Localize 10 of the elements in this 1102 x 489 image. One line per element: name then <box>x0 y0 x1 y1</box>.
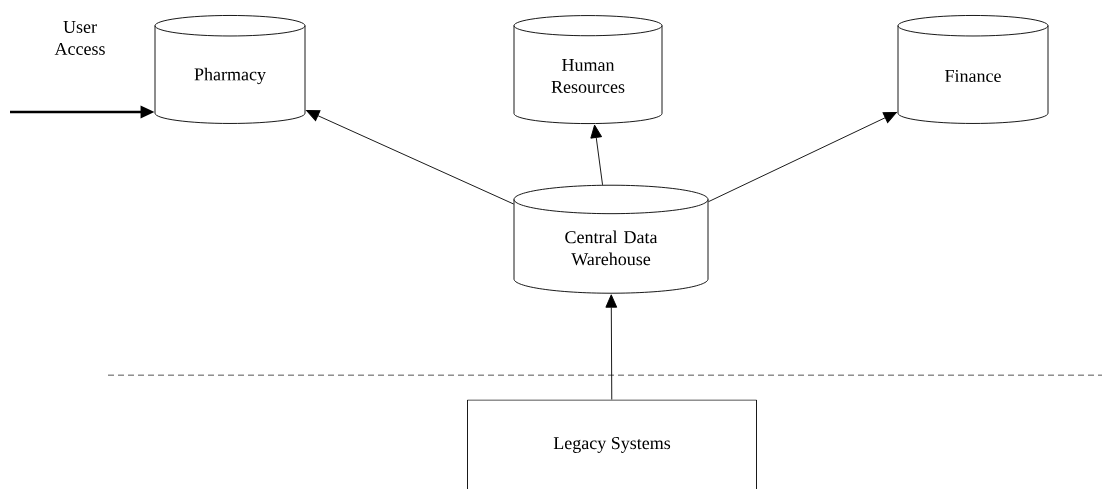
database-cylinder: Human Resources <box>513 15 663 124</box>
arrow <box>605 294 618 400</box>
system-box: Legacy Systems <box>467 399 757 489</box>
edge-label: User Access <box>44 20 116 56</box>
database-cylinder: Central Data Warehouse <box>513 184 709 294</box>
arrow <box>306 110 514 205</box>
arrow <box>590 124 603 186</box>
arrow <box>708 111 897 203</box>
database-cylinder: Finance <box>897 15 1049 124</box>
database-cylinder: Pharmacy <box>154 15 306 124</box>
